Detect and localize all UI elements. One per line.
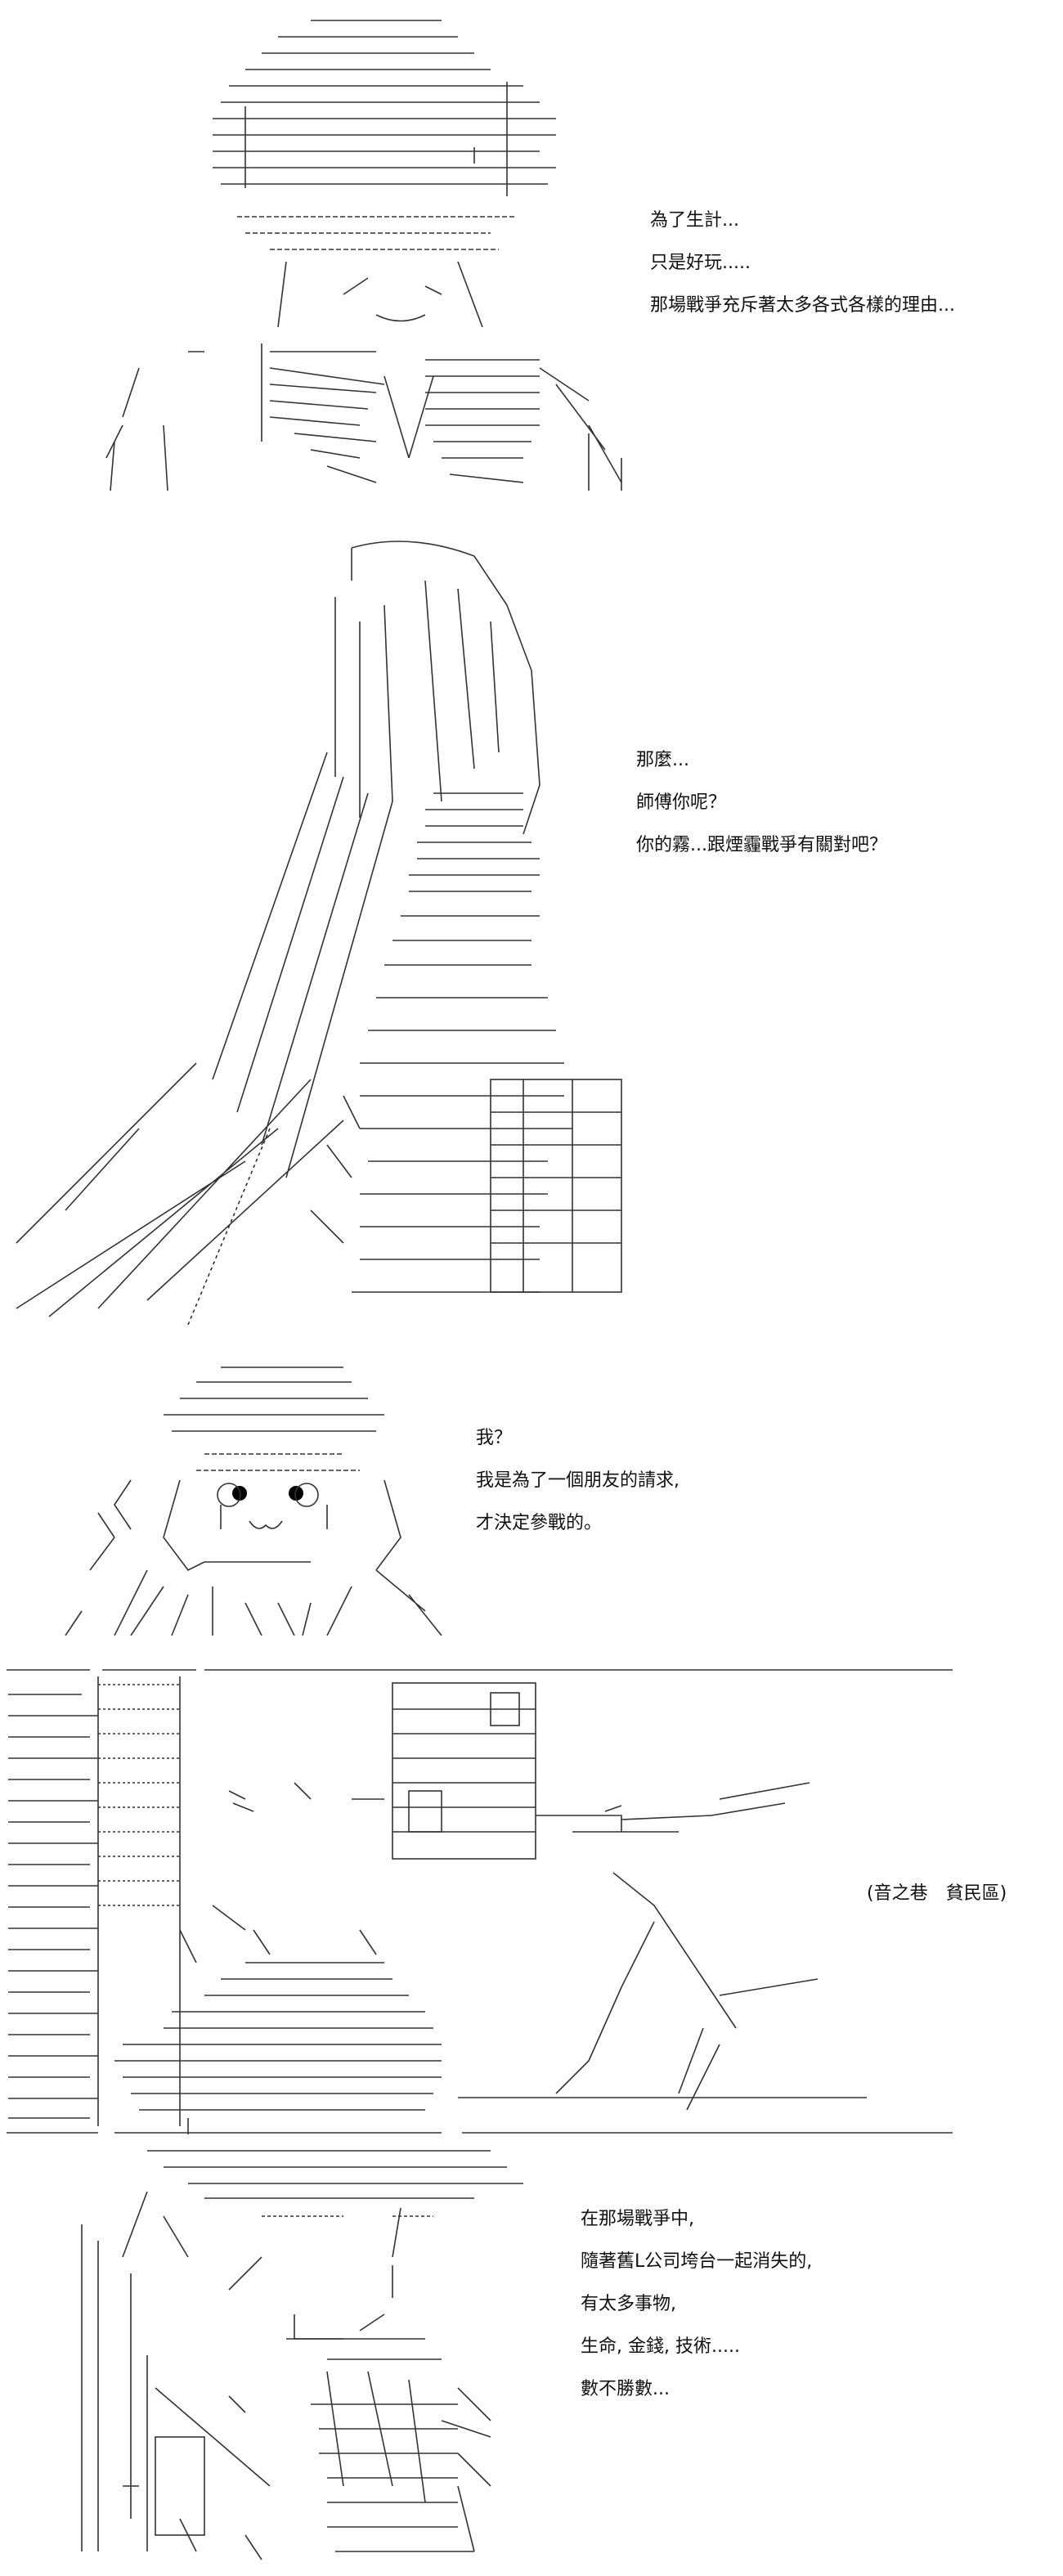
chimney-smoke-ascii-art	[16, 541, 622, 1325]
dialogue-line: 生命, 金錢, 技術.....	[581, 2336, 740, 2357]
panel-1: 為了生計... 只是好玩..... 那場戰爭充斥著太多各式各樣的理由...	[0, 0, 1063, 507]
right-eye-icon	[289, 1486, 303, 1501]
panel-4: (音之巷 貧民區)	[0, 1636, 1063, 2143]
panel-3: 我？ 我是為了一個朋友的請求, 才決定參戰的。	[0, 1325, 1063, 1636]
dialogue-block-1: 為了生計... 只是好玩..... 那場戰爭充斥著太多各式各樣的理由...	[650, 210, 955, 338]
dialogue-block-2: 那麼... 師傅你呢？ 你的霧...跟煙霾戰爭有關對吧？	[636, 750, 887, 877]
dialogue-line: 在那場戰爭中,	[581, 2209, 694, 2229]
dialogue-line: 我是為了一個朋友的請求,	[476, 1470, 680, 1491]
dialogue-line: 有太多事物,	[581, 2294, 676, 2314]
left-eye-icon	[232, 1486, 247, 1501]
panel-2: 那麼... 師傅你呢？ 你的霧...跟煙霾戰爭有關對吧？	[0, 507, 1063, 1325]
dialogue-line: 那麼...	[636, 750, 689, 770]
dialogue-line: 那場戰爭充斥著太多各式各樣的理由...	[650, 295, 955, 316]
dialogue-line: 隨著舊L公司垮台一起消失的,	[581, 2251, 813, 2272]
slum-street-ascii-art	[7, 1669, 953, 2134]
dialogue-line: 師傅你呢？	[636, 792, 727, 813]
dialogue-block-5: 在那場戰爭中, 隨著舊L公司垮台一起消失的, 有太多事物, 生命, 金錢, 技術…	[581, 2209, 812, 2421]
hat-character-closeup-ascii-art	[81, 2150, 523, 2560]
dialogue-block-3: 我？ 我是為了一個朋友的請求, 才決定參戰的。	[476, 1428, 680, 1555]
dialogue-line: 數不勝數...	[581, 2379, 670, 2399]
dialogue-line: 只是好玩.....	[650, 253, 751, 273]
panel-5: 在那場戰爭中, 隨著舊L公司垮台一起消失的, 有太多事物, 生命, 金錢, 技術…	[0, 2143, 1063, 2576]
dialogue-line: 我？	[476, 1428, 513, 1448]
hat-character-ascii-art	[105, 20, 622, 491]
location-caption: (音之巷 貧民區)	[867, 1883, 1007, 1904]
cat-hat-character-ascii-art	[65, 1367, 442, 1636]
dialogue-line: 為了生計...	[650, 210, 739, 231]
dialogue-line: 才決定參戰的。	[476, 1513, 603, 1533]
dialogue-line: 你的霧...跟煙霾戰爭有關對吧？	[636, 835, 887, 855]
